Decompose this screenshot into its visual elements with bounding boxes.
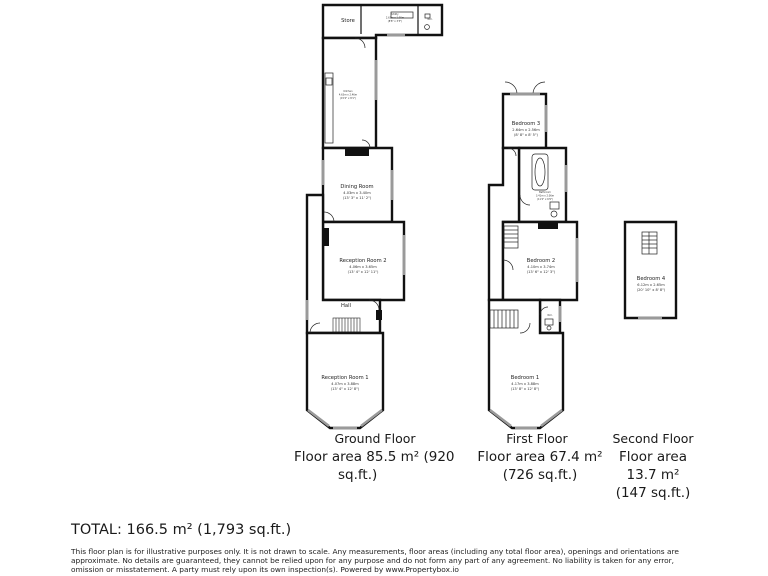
- utility-dims: 2.63m x 1.00m: [386, 17, 405, 20]
- reception-room-1-dims: 4.07m x 3.88m: [331, 382, 359, 386]
- reception-room-1-dims-imp: (13' 4" x 12' 8"): [331, 387, 360, 391]
- bedroom-2-label: Bedroom 2: [527, 258, 555, 264]
- bedroom-2-dims-imp: (13' 6" x 12' 3"): [527, 270, 556, 274]
- first-floor-area: Floor area 67.4 m² (726 sq.ft.): [470, 448, 610, 484]
- utility-label: Utility: [391, 13, 399, 16]
- kitchen-dims-imp: (15'2" x 8'1"): [340, 97, 356, 100]
- kitchen-dims: 4.63m x 2.46m: [339, 94, 358, 97]
- reception-room-2-label: Reception Room 2: [339, 258, 386, 264]
- bedroom-1-dims-imp: (13' 8" x 12' 8"): [511, 387, 540, 391]
- utility-dims-imp: (8'8" x 3'3"): [388, 20, 402, 23]
- ground-floor-title: Ground Floor: [334, 431, 416, 446]
- bedroom-3-dims: 2.64m x 2.56m: [512, 128, 540, 132]
- total-floor-area: TOTAL: 166.5 m² (1,793 sq.ft.): [71, 522, 292, 538]
- bathroom-label: Bathroom: [539, 191, 551, 194]
- hall-label: Hall: [341, 303, 351, 309]
- bedroom-2-outline: [501, 220, 579, 302]
- reception-room-2-dims-imp: (13' 4" x 12' 11"): [348, 270, 379, 274]
- first-floor-area-line2: (726 sq.ft.): [502, 467, 578, 483]
- bedroom-3-dims-imp: (8' 8" x 8' 5"): [514, 133, 539, 137]
- bedroom-2-dims: 4.10m x 3.74m: [527, 265, 555, 269]
- bedroom-1-label: Bedroom 1: [511, 375, 539, 381]
- bathroom-outline: [517, 146, 568, 224]
- ground-floor-area-line1: Floor area 85.5 m² (920: [294, 449, 455, 465]
- second-floor-area-line3: (147 sq.ft.): [615, 485, 691, 501]
- first-floor-area-line1: Floor area 67.4 m²: [477, 449, 603, 465]
- first-floor-title: First Floor: [506, 431, 568, 446]
- reception-room-2-dims: 4.06m x 3.65m: [349, 265, 377, 269]
- wc-ground-label: W.C.: [427, 18, 433, 21]
- dining-room-label: Dining Room: [340, 184, 373, 190]
- disclaimer-text: This floor plan is for illustrative purp…: [71, 547, 679, 575]
- bedroom-4-outline: [623, 220, 678, 320]
- second-floor-area-line1: Floor area: [619, 449, 687, 465]
- wc-first-label: W.C.: [547, 314, 553, 317]
- second-floor-title: Second Floor: [612, 431, 694, 446]
- kitchen-label: Kitchen: [344, 90, 353, 93]
- bedroom-3-label: Bedroom 3: [512, 121, 540, 127]
- bathroom-dims-imp: (11'2" x 6'9"): [537, 198, 553, 201]
- second-floor-area-line2: 13.7 m²: [626, 467, 680, 483]
- dining-room-dims-imp: (13' 3" x 11' 2"): [343, 196, 372, 200]
- bedroom-4-label: Bedroom 4: [637, 276, 666, 282]
- reception-room-1-outline: [305, 331, 385, 430]
- bedroom-4-dims-imp: (20' 10" x 8' 8"): [637, 288, 666, 292]
- ground-floor-area: Floor area 85.5 m² (920 sq.ft.): [294, 448, 474, 484]
- dining-room-dims: 4.03m x 3.40m: [343, 191, 371, 195]
- reception-room-1-label: Reception Room 1: [321, 375, 368, 381]
- bedroom-4-dims: 6.12m x 2.65m: [637, 283, 665, 287]
- bedroom-1-dims: 4.17m x 3.88m: [511, 382, 539, 386]
- bathroom-dims: 3.41m x 2.06m: [536, 195, 555, 198]
- ground-floor-area-line2: sq.ft.): [338, 467, 378, 483]
- second-floor-area: Floor area 13.7 m² (147 sq.ft.): [603, 448, 703, 502]
- store-label: Store: [341, 18, 355, 24]
